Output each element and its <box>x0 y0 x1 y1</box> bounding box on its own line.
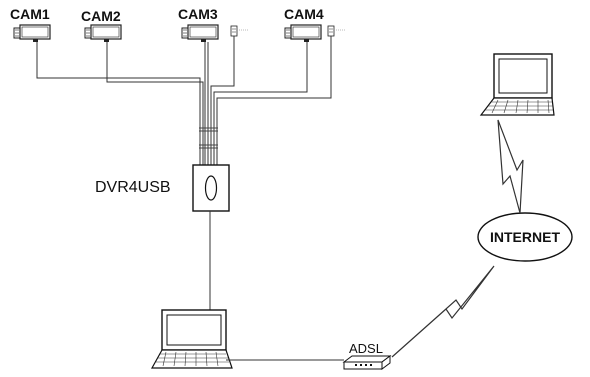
dvr-unit-icon <box>192 164 230 212</box>
camera-cables <box>36 36 332 165</box>
cam4-mic-icon <box>327 25 346 37</box>
cam2-camera-icon <box>84 24 122 43</box>
adsl-modem-icon <box>342 355 392 370</box>
internet-remote-lightning-link-icon <box>497 119 524 214</box>
local-laptop-icon <box>150 309 233 369</box>
cam4-label: CAM4 <box>284 6 324 22</box>
cam3-mic-icon <box>230 25 248 37</box>
cam2-label: CAM2 <box>81 8 121 24</box>
internet-label: INTERNET <box>490 229 560 245</box>
cam3-camera-icon <box>181 24 219 43</box>
internet-cloud-icon <box>477 212 573 262</box>
remote-laptop-icon <box>479 53 555 116</box>
cam3-label: CAM3 <box>178 6 218 22</box>
cam4-camera-icon <box>284 24 322 43</box>
adsl-internet-lightning-link-icon <box>391 265 495 358</box>
dvr-label: DVR4USB <box>95 179 171 196</box>
cam1-camera-icon <box>13 24 51 43</box>
adsl-label: ADSL <box>349 341 383 356</box>
cam1-label: CAM1 <box>10 6 50 22</box>
